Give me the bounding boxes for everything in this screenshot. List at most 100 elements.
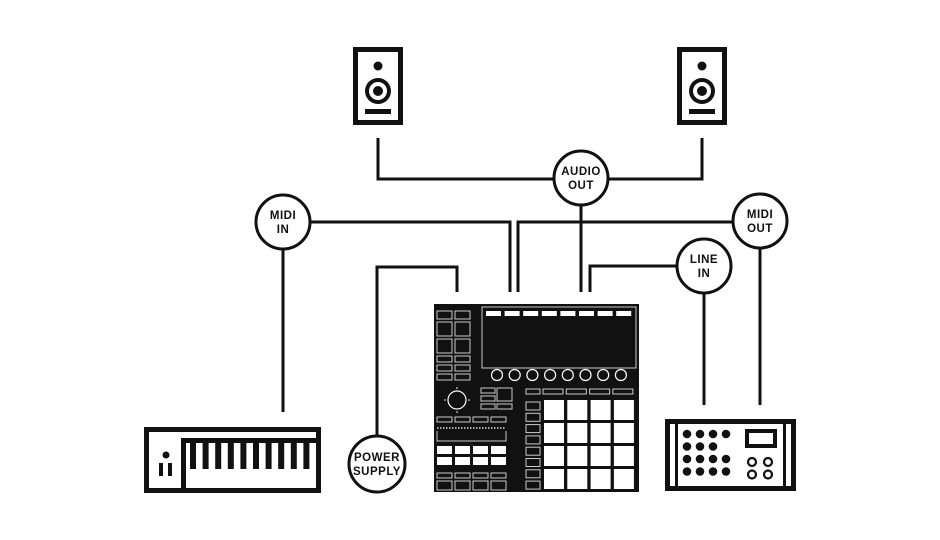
- pad: [567, 400, 588, 420]
- function-button: [436, 373, 453, 381]
- pads: [544, 400, 634, 489]
- pad-dot: [695, 429, 705, 439]
- pad-dot: [682, 442, 692, 451]
- pad: [590, 423, 611, 443]
- black-key: [202, 443, 209, 469]
- controller-device[interactable]: [434, 304, 639, 492]
- wire-speaker-left: [376, 138, 582, 181]
- pad: [613, 446, 634, 466]
- black-key: [303, 443, 310, 469]
- node-line-in[interactable]: LINE IN: [675, 237, 733, 295]
- group-button: [525, 435, 541, 445]
- node-midi-out[interactable]: MIDI OUT: [731, 192, 789, 250]
- group-button: [525, 388, 541, 395]
- keyboard-black-keys: [190, 443, 310, 469]
- mode-button: [490, 472, 507, 479]
- display-button: [579, 311, 594, 316]
- group-button: [525, 412, 541, 422]
- pad-dot: [682, 454, 692, 464]
- node-power-supply[interactable]: POWER SUPPLY: [347, 434, 407, 494]
- transport-button: [437, 457, 452, 465]
- function-button: [436, 310, 453, 320]
- function-button: [436, 364, 453, 372]
- knob-icon: [579, 368, 592, 382]
- node-midi-in-line2: IN: [277, 224, 290, 236]
- pad-dot: [708, 429, 718, 439]
- node-line-in-line2: IN: [698, 268, 711, 280]
- wire-line-in-controller: [588, 264, 704, 292]
- pad-dot: [682, 467, 692, 476]
- transport-buttons: [436, 446, 507, 491]
- wire-power-controller: [375, 265, 459, 462]
- mode-button: [472, 480, 489, 491]
- node-line-in-line1: LINE: [690, 254, 718, 266]
- function-button: [454, 373, 471, 381]
- wire-speaker-right: [582, 138, 704, 181]
- drum-machine-knobs: [746, 456, 774, 480]
- speaker-left[interactable]: [353, 47, 403, 125]
- pad-dot: [695, 467, 705, 476]
- pad-dot: [695, 454, 705, 464]
- knob-icon: [762, 456, 774, 468]
- mode-button: [490, 480, 507, 491]
- pad: [544, 469, 564, 489]
- mid-buttons: [436, 387, 513, 423]
- display-button: [486, 311, 501, 316]
- transport-button: [455, 446, 470, 454]
- mode-button: [454, 480, 471, 491]
- knob-icon: [746, 456, 758, 468]
- transport-button: [473, 446, 488, 454]
- pad-dot: [708, 454, 718, 464]
- drum-machine-pads: [682, 429, 731, 476]
- jog-wheel-icon[interactable]: [444, 387, 470, 413]
- control-button: [472, 416, 489, 423]
- left-top-buttons: [436, 310, 471, 381]
- function-button: [454, 364, 471, 372]
- pad: [590, 446, 611, 466]
- drum-machine[interactable]: [665, 419, 796, 491]
- transport-button: [491, 457, 506, 465]
- pad: [544, 400, 564, 420]
- speaker-right[interactable]: [677, 47, 727, 125]
- pad-mode-button: [565, 388, 587, 395]
- knob-icon: [490, 368, 504, 382]
- touch-strip[interactable]: [436, 427, 507, 442]
- pad-dot: [721, 467, 731, 476]
- group-button: [525, 480, 541, 490]
- node-audio-out[interactable]: AUDIO OUT: [552, 149, 610, 207]
- black-key: [253, 443, 259, 469]
- node-audio-out-line2: OUT: [568, 180, 594, 192]
- transport-button: [473, 457, 488, 465]
- pad: [544, 446, 564, 466]
- node-midi-in[interactable]: MIDI IN: [254, 193, 312, 251]
- midi-keyboard[interactable]: [144, 427, 321, 493]
- black-key: [265, 443, 272, 469]
- display-button: [616, 311, 632, 316]
- knobs: [490, 368, 627, 382]
- knob-icon: [526, 368, 539, 382]
- control-button: [480, 403, 496, 410]
- pad-dot: [708, 442, 718, 451]
- function-button: [454, 310, 471, 320]
- function-button: [454, 338, 471, 354]
- node-power-supply-line1: POWER: [354, 452, 400, 464]
- node-power-supply-line2: SUPPLY: [353, 466, 401, 478]
- function-button: [454, 321, 471, 337]
- pad-dot: [708, 467, 718, 476]
- group-buttons: [525, 388, 634, 490]
- function-button: [436, 321, 453, 337]
- black-key: [278, 443, 285, 469]
- tweeter-icon: [373, 61, 383, 71]
- pad: [544, 423, 564, 443]
- control-button: [480, 395, 496, 402]
- pad: [613, 400, 634, 420]
- transport-button: [491, 446, 506, 454]
- control-button: [496, 403, 513, 410]
- knob-icon: [614, 368, 627, 382]
- pad: [613, 469, 634, 489]
- node-audio-out-line1: AUDIO: [561, 166, 601, 178]
- knob-icon: [508, 368, 521, 382]
- control-button: [436, 416, 453, 423]
- display-button: [523, 311, 539, 316]
